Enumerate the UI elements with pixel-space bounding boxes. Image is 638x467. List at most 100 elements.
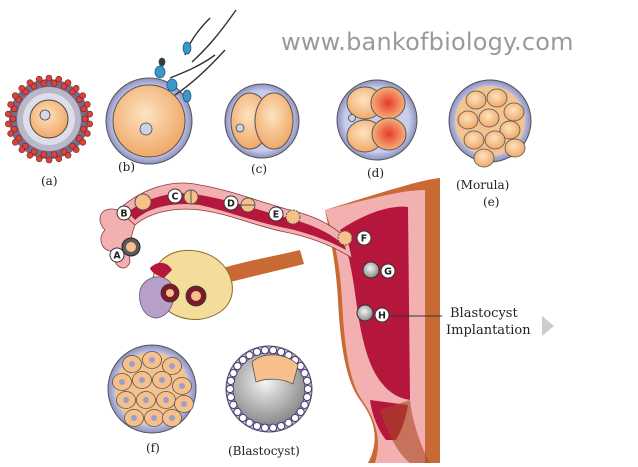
corona-cell [46, 157, 52, 163]
corona-cell [27, 152, 33, 158]
trophoblast-cell [269, 347, 276, 354]
morula-cell [504, 103, 524, 121]
cell-nucleus [151, 415, 157, 421]
label-morula: (Morula) [456, 178, 509, 192]
morula-cell [464, 131, 484, 149]
morula-cell [466, 91, 486, 109]
cell-nucleus [131, 415, 137, 421]
trophoblast-cell [227, 377, 234, 384]
four-cell-stage-d [337, 80, 417, 160]
marker-label-f: F [361, 234, 368, 245]
corona-cell [10, 116, 16, 122]
corona-cell [65, 152, 71, 158]
label-blastocyst: (Blastocyst) [228, 444, 300, 458]
trophoblast-cell [304, 385, 311, 392]
cell-nucleus [119, 379, 125, 385]
corona-cell [12, 139, 18, 145]
trophoblast-cell [277, 422, 284, 429]
cell-nucleus [179, 383, 185, 389]
corona-cell [87, 121, 93, 127]
cell-nucleus [163, 397, 169, 403]
trophoblast-cell [301, 401, 308, 408]
marker-label-h: H [378, 311, 386, 322]
label-a: (a) [41, 174, 58, 188]
trophoblast-cell [230, 370, 237, 377]
cell-nucleus [139, 377, 145, 383]
corona-cell [12, 93, 18, 99]
cell-nucleus [181, 401, 187, 407]
trophoblast-cell [239, 414, 246, 421]
watermark: www.bankofbiology.com [281, 28, 574, 56]
corona-cell [46, 75, 52, 81]
corona-cell [56, 156, 62, 162]
label-e: (e) [483, 195, 499, 209]
cell-nucleus [123, 397, 129, 403]
corona-cell [27, 80, 33, 86]
cell-nucleus [143, 397, 149, 403]
marker-label-a: A [113, 251, 121, 262]
corona-cell [56, 76, 62, 82]
morula-cell [479, 109, 499, 127]
corona-cell [84, 101, 90, 107]
corona-cell [73, 85, 79, 91]
cell-nucleus [149, 357, 155, 363]
corona-cell [5, 111, 11, 117]
two-cell-stage-c [225, 84, 299, 158]
corona-cell [36, 156, 42, 162]
trophoblast-cell [246, 352, 253, 359]
morula-cell [485, 131, 505, 149]
label-c: (c) [251, 162, 267, 176]
corona-cell [82, 116, 88, 122]
trophoblast-cell [253, 422, 260, 429]
corona-cell [84, 131, 90, 137]
cell-nucleus [159, 377, 165, 383]
trophoblast-cell [304, 394, 311, 401]
ovary [140, 250, 233, 319]
corona-cell [73, 147, 79, 153]
inner-cell-mass [252, 355, 298, 384]
corona-cell [80, 93, 86, 99]
corona-cell [19, 85, 25, 91]
trophoblast-cell [269, 424, 276, 431]
trophoblast-cell [297, 408, 304, 415]
cell-nucleus [169, 415, 175, 421]
trophoblast-cell [261, 424, 268, 431]
label-f: (f) [146, 441, 160, 455]
corona-cell [5, 121, 11, 127]
trophoblast-cell [246, 419, 253, 426]
label-b: (b) [118, 160, 135, 174]
cell-nucleus [129, 361, 135, 367]
corona-cell [8, 131, 14, 137]
trophoblast-cell [253, 348, 260, 355]
marker-label-e: E [273, 210, 280, 221]
corona-cell [80, 139, 86, 145]
morula-cell [487, 89, 507, 107]
trophoblast-cell [304, 377, 311, 384]
trophoblast-cell [234, 408, 241, 415]
label-d: (d) [367, 166, 384, 180]
corona-cell [19, 147, 25, 153]
trophoblast-cell [239, 356, 246, 363]
trophoblast-cell [301, 370, 308, 377]
trophoblast-cell [227, 394, 234, 401]
corona-cell [51, 152, 57, 158]
cell-nucleus [169, 363, 175, 369]
corona-cell [87, 111, 93, 117]
sperm-cells [170, 10, 236, 95]
zygote-b [106, 78, 192, 164]
trophoblast-cell [234, 362, 241, 369]
blastocyst-implantation-callout: Blastocyst Implantation [446, 305, 531, 339]
trophoblast-cell [226, 385, 233, 392]
marker-label-b: B [120, 209, 127, 220]
callout-arrow-icon [542, 316, 554, 336]
trophoblast-cell [277, 348, 284, 355]
trophoblast-cell [285, 419, 292, 426]
corona-cell [41, 80, 47, 86]
marker-label-d: D [227, 199, 235, 210]
trophoblast-cell [261, 347, 268, 354]
callout-line1: Blastocyst [446, 305, 531, 322]
morula-cell [458, 111, 478, 129]
morula-cell [505, 139, 525, 157]
